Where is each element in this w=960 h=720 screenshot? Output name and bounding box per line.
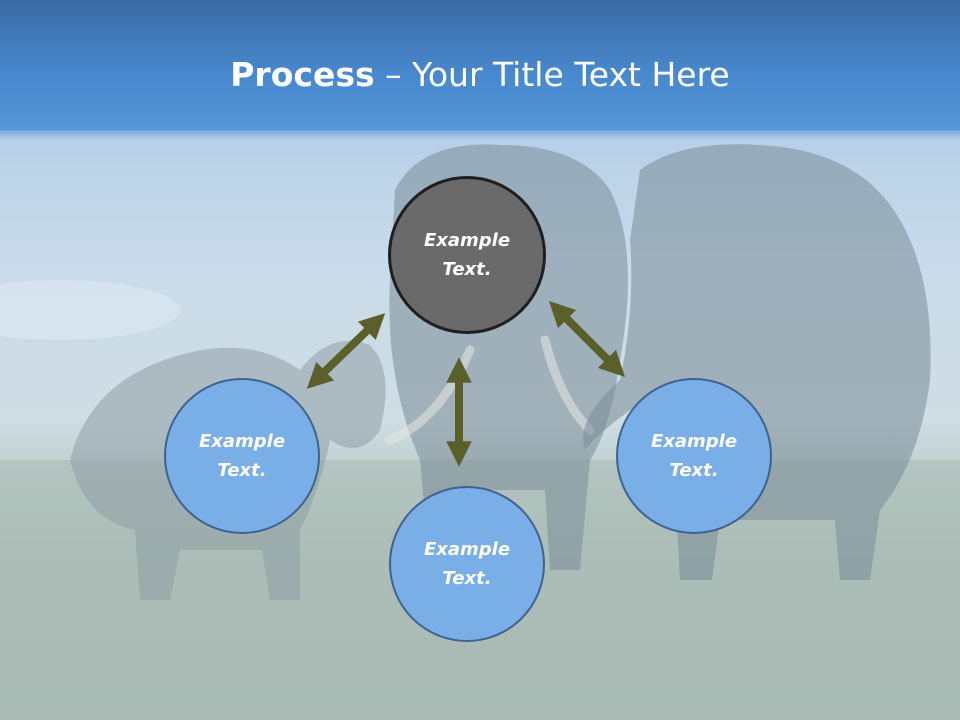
node-bottom: Example Text. (389, 486, 545, 642)
node-top-line2: Text. (442, 259, 492, 280)
node-right-line1: Example (650, 431, 738, 452)
node-right: Example Text. (616, 378, 772, 534)
node-right-line2: Text. (669, 460, 719, 481)
slide-title: Process – Your Title Text Here (0, 52, 960, 98)
node-top-line1: Example (423, 230, 511, 251)
arrow-top-right (548, 300, 626, 378)
title-rest: – Your Title Text Here (374, 55, 730, 94)
node-top: Example Text. (388, 176, 546, 334)
arrow-top-left (306, 313, 386, 389)
node-left-line1: Example (198, 431, 286, 452)
title-strong: Process (230, 55, 375, 94)
node-bottom-line1: Example (423, 539, 511, 560)
node-bottom-line2: Text. (442, 568, 492, 589)
title-bar (0, 0, 960, 130)
node-left-line2: Text. (217, 460, 267, 481)
node-left: Example Text. (164, 378, 320, 534)
